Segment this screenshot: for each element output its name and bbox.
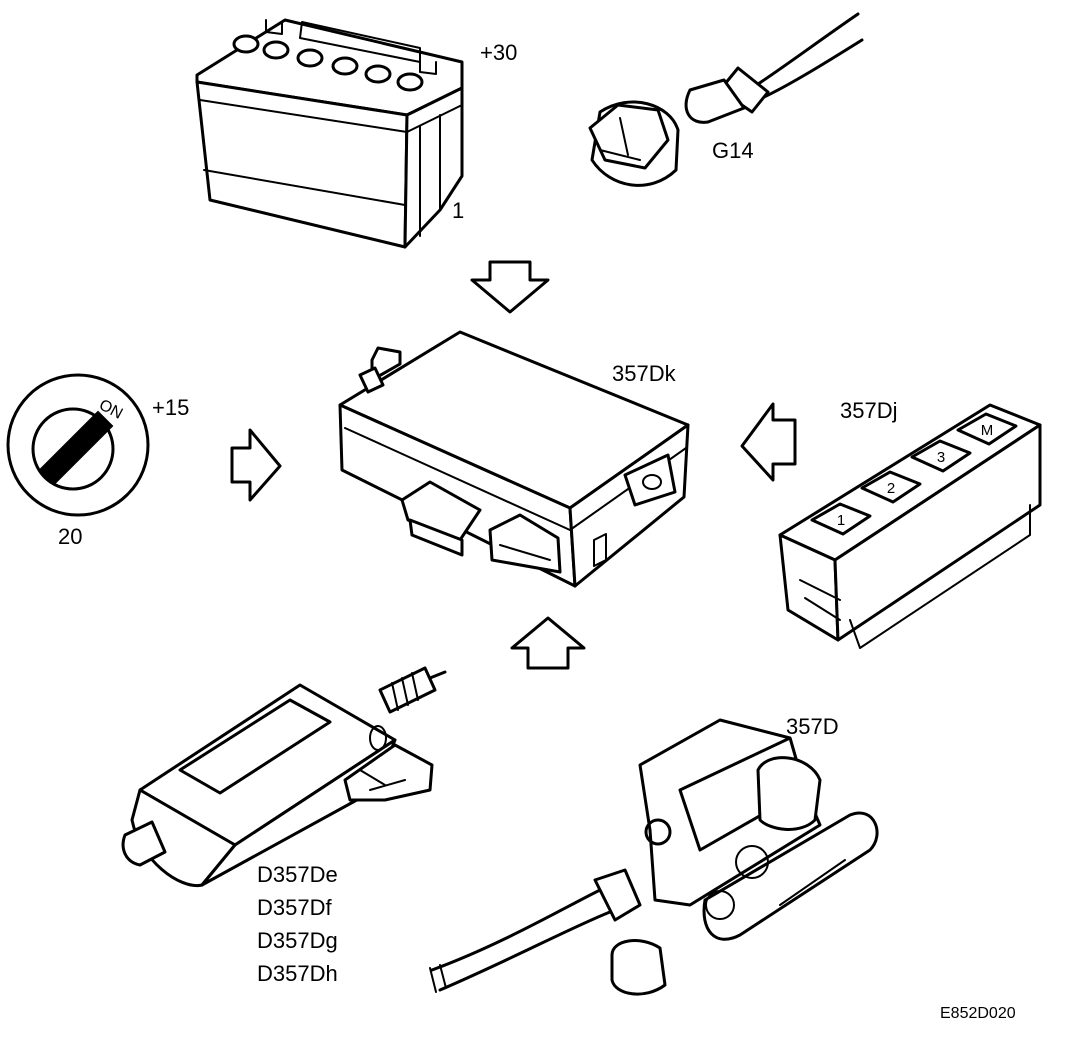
label-battery-terminal: +30: [480, 40, 517, 65]
label-ignition-number: 20: [58, 524, 82, 549]
label-control-module: 357Dk: [612, 361, 677, 386]
label-motor-3: D357Dg: [257, 928, 338, 953]
svg-text:M: M: [981, 422, 994, 439]
memory-button-2[interactable]: 2: [860, 470, 922, 504]
arrow-left-from-buttons: [740, 402, 797, 482]
memory-button-3[interactable]: 3: [910, 439, 972, 473]
ground-bolt-icon: [588, 12, 864, 187]
seat-motor-icon: [121, 666, 447, 888]
arrow-right-from-ignition: [230, 428, 282, 502]
ignition-switch-icon: [6, 373, 150, 517]
seat-switch-icon: [429, 718, 879, 996]
label-ground-point: G14: [712, 138, 754, 163]
label-motor-4: D357Dh: [257, 961, 338, 986]
svg-text:1: 1: [837, 512, 845, 529]
arrow-up-from-seat: [510, 616, 586, 670]
svg-text:3: 3: [937, 449, 945, 466]
label-figure-code: E852D020: [940, 1005, 1016, 1022]
memory-button-m[interactable]: M: [956, 412, 1018, 446]
arrow-down-from-battery: [470, 260, 550, 314]
label-motor-2: D357Df: [257, 895, 332, 920]
memory-buttons-panel-icon: [778, 403, 1042, 649]
memory-button-1[interactable]: 1: [810, 502, 872, 536]
battery-icon: [195, 18, 464, 249]
label-motor-1: D357De: [257, 862, 338, 887]
label-seat-switch: 357D: [786, 714, 839, 739]
control-module-icon: [338, 330, 690, 588]
label-memory-buttons: 357Dj: [840, 398, 897, 423]
label-battery-number: 1: [452, 198, 464, 223]
label-ignition-terminal: +15: [152, 395, 189, 420]
svg-text:2: 2: [887, 480, 895, 497]
